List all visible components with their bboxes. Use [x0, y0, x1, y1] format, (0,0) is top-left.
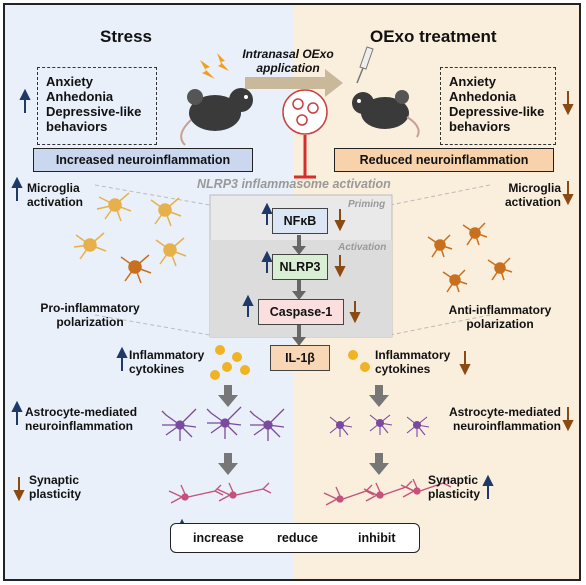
oexo-heading: OExo treatment	[370, 27, 497, 46]
increase-arrows	[11, 88, 494, 541]
il1b-node: IL-1β	[270, 345, 330, 371]
legend-inhibit: inhibit	[358, 531, 396, 545]
astrocytes-left	[161, 406, 285, 441]
neurons-right	[323, 476, 452, 506]
nfkb-node: NFκB	[272, 208, 328, 234]
astrocytes-right	[329, 414, 430, 437]
pipette-icon	[359, 46, 374, 70]
legend-increase: increase	[193, 531, 244, 545]
nlrp3-node: NLRP3	[272, 254, 328, 280]
stressed-mouse-icon	[180, 88, 253, 146]
neurons-left	[168, 482, 272, 504]
cytokines-left	[210, 345, 250, 380]
pathway-title: NLRP3 inflammasome activation	[197, 177, 391, 191]
increased-neuroinflammation-banner: Increased neuroinflammation	[33, 148, 253, 172]
legend-reduce: reduce	[277, 531, 318, 545]
legend: increase reduce inhibit	[170, 523, 420, 553]
caspase1-node: Caspase-1	[258, 299, 344, 325]
priming-label: Priming	[348, 199, 386, 210]
microglia-right	[427, 222, 513, 293]
flow-arrows	[218, 385, 389, 475]
lightning-icon	[200, 60, 215, 79]
cytokines-right	[348, 350, 370, 372]
stress-heading: Stress	[100, 27, 152, 46]
activation-label: Activation	[338, 242, 387, 253]
oexo-vesicles	[282, 89, 328, 135]
microglia-left	[73, 192, 187, 267]
treated-mouse-icon	[352, 90, 420, 138]
application-arrow	[245, 69, 343, 97]
reduced-neuroinflammation-banner: Reduced neuroinflammation	[334, 148, 554, 172]
